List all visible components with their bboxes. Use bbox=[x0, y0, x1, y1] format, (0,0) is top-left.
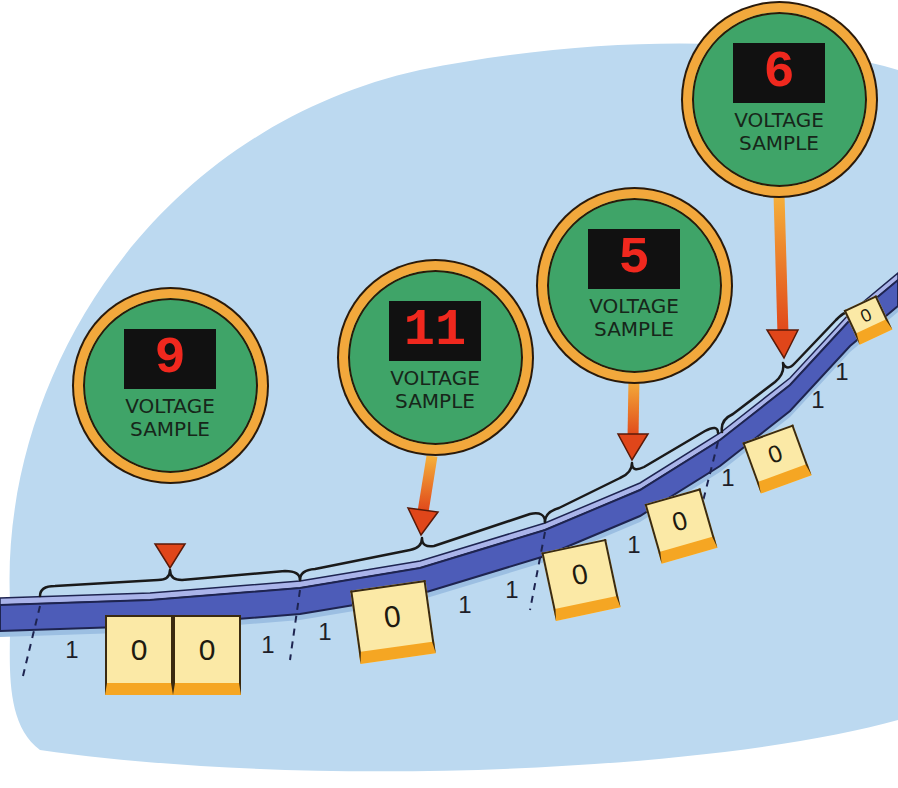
bit-block: 0 bbox=[541, 539, 620, 621]
callout-caption: VOLTAGE SAMPLE bbox=[110, 395, 230, 441]
bit-label: 1 bbox=[458, 593, 471, 617]
bit-value: 0 bbox=[199, 635, 216, 665]
bit-value: 0 bbox=[858, 305, 875, 326]
bit-label: 1 bbox=[505, 578, 518, 602]
bit-value: 0 bbox=[765, 441, 786, 468]
bit-block: 0 bbox=[350, 580, 436, 664]
callout-caption: VOLTAGE SAMPLE bbox=[719, 109, 839, 155]
bit-label: 1 bbox=[261, 633, 274, 657]
bit-block: 0 bbox=[645, 488, 718, 564]
bit-block: 0 bbox=[844, 295, 893, 345]
bit-block: 0 bbox=[742, 424, 811, 493]
voltage-callout: 6VOLTAGE SAMPLE bbox=[683, 3, 876, 196]
bit-label: 1 bbox=[811, 388, 824, 412]
voltage-callout: 9VOLTAGE SAMPLE bbox=[74, 289, 267, 482]
digit-display: 9 bbox=[124, 329, 216, 389]
digit-display: 6 bbox=[733, 43, 825, 103]
bit-value: 0 bbox=[382, 601, 403, 633]
digit-display: 11 bbox=[389, 301, 481, 361]
sample-digit: 11 bbox=[404, 305, 466, 357]
sample-digit: 6 bbox=[763, 47, 794, 99]
voltage-callout: 5VOLTAGE SAMPLE bbox=[538, 189, 731, 382]
bit-label: 1 bbox=[627, 533, 640, 557]
callout-caption: VOLTAGE SAMPLE bbox=[574, 295, 694, 341]
bit-value: 0 bbox=[669, 507, 690, 536]
callout-caption: VOLTAGE SAMPLE bbox=[375, 367, 495, 413]
sample-digit: 9 bbox=[154, 333, 185, 385]
bit-value: 0 bbox=[569, 560, 590, 591]
bit-block: 0 bbox=[105, 615, 173, 695]
voltage-callout: 11VOLTAGE SAMPLE bbox=[339, 261, 532, 454]
bit-label: 1 bbox=[835, 360, 848, 384]
bit-label: 1 bbox=[65, 638, 78, 662]
digit-display: 5 bbox=[588, 229, 680, 289]
sample-digit: 5 bbox=[618, 233, 649, 285]
bit-label: 1 bbox=[721, 466, 734, 490]
bit-block: 0 bbox=[173, 615, 241, 695]
bit-value: 0 bbox=[131, 635, 148, 665]
tape-band bbox=[0, 280, 898, 631]
bit-label: 1 bbox=[318, 620, 331, 644]
